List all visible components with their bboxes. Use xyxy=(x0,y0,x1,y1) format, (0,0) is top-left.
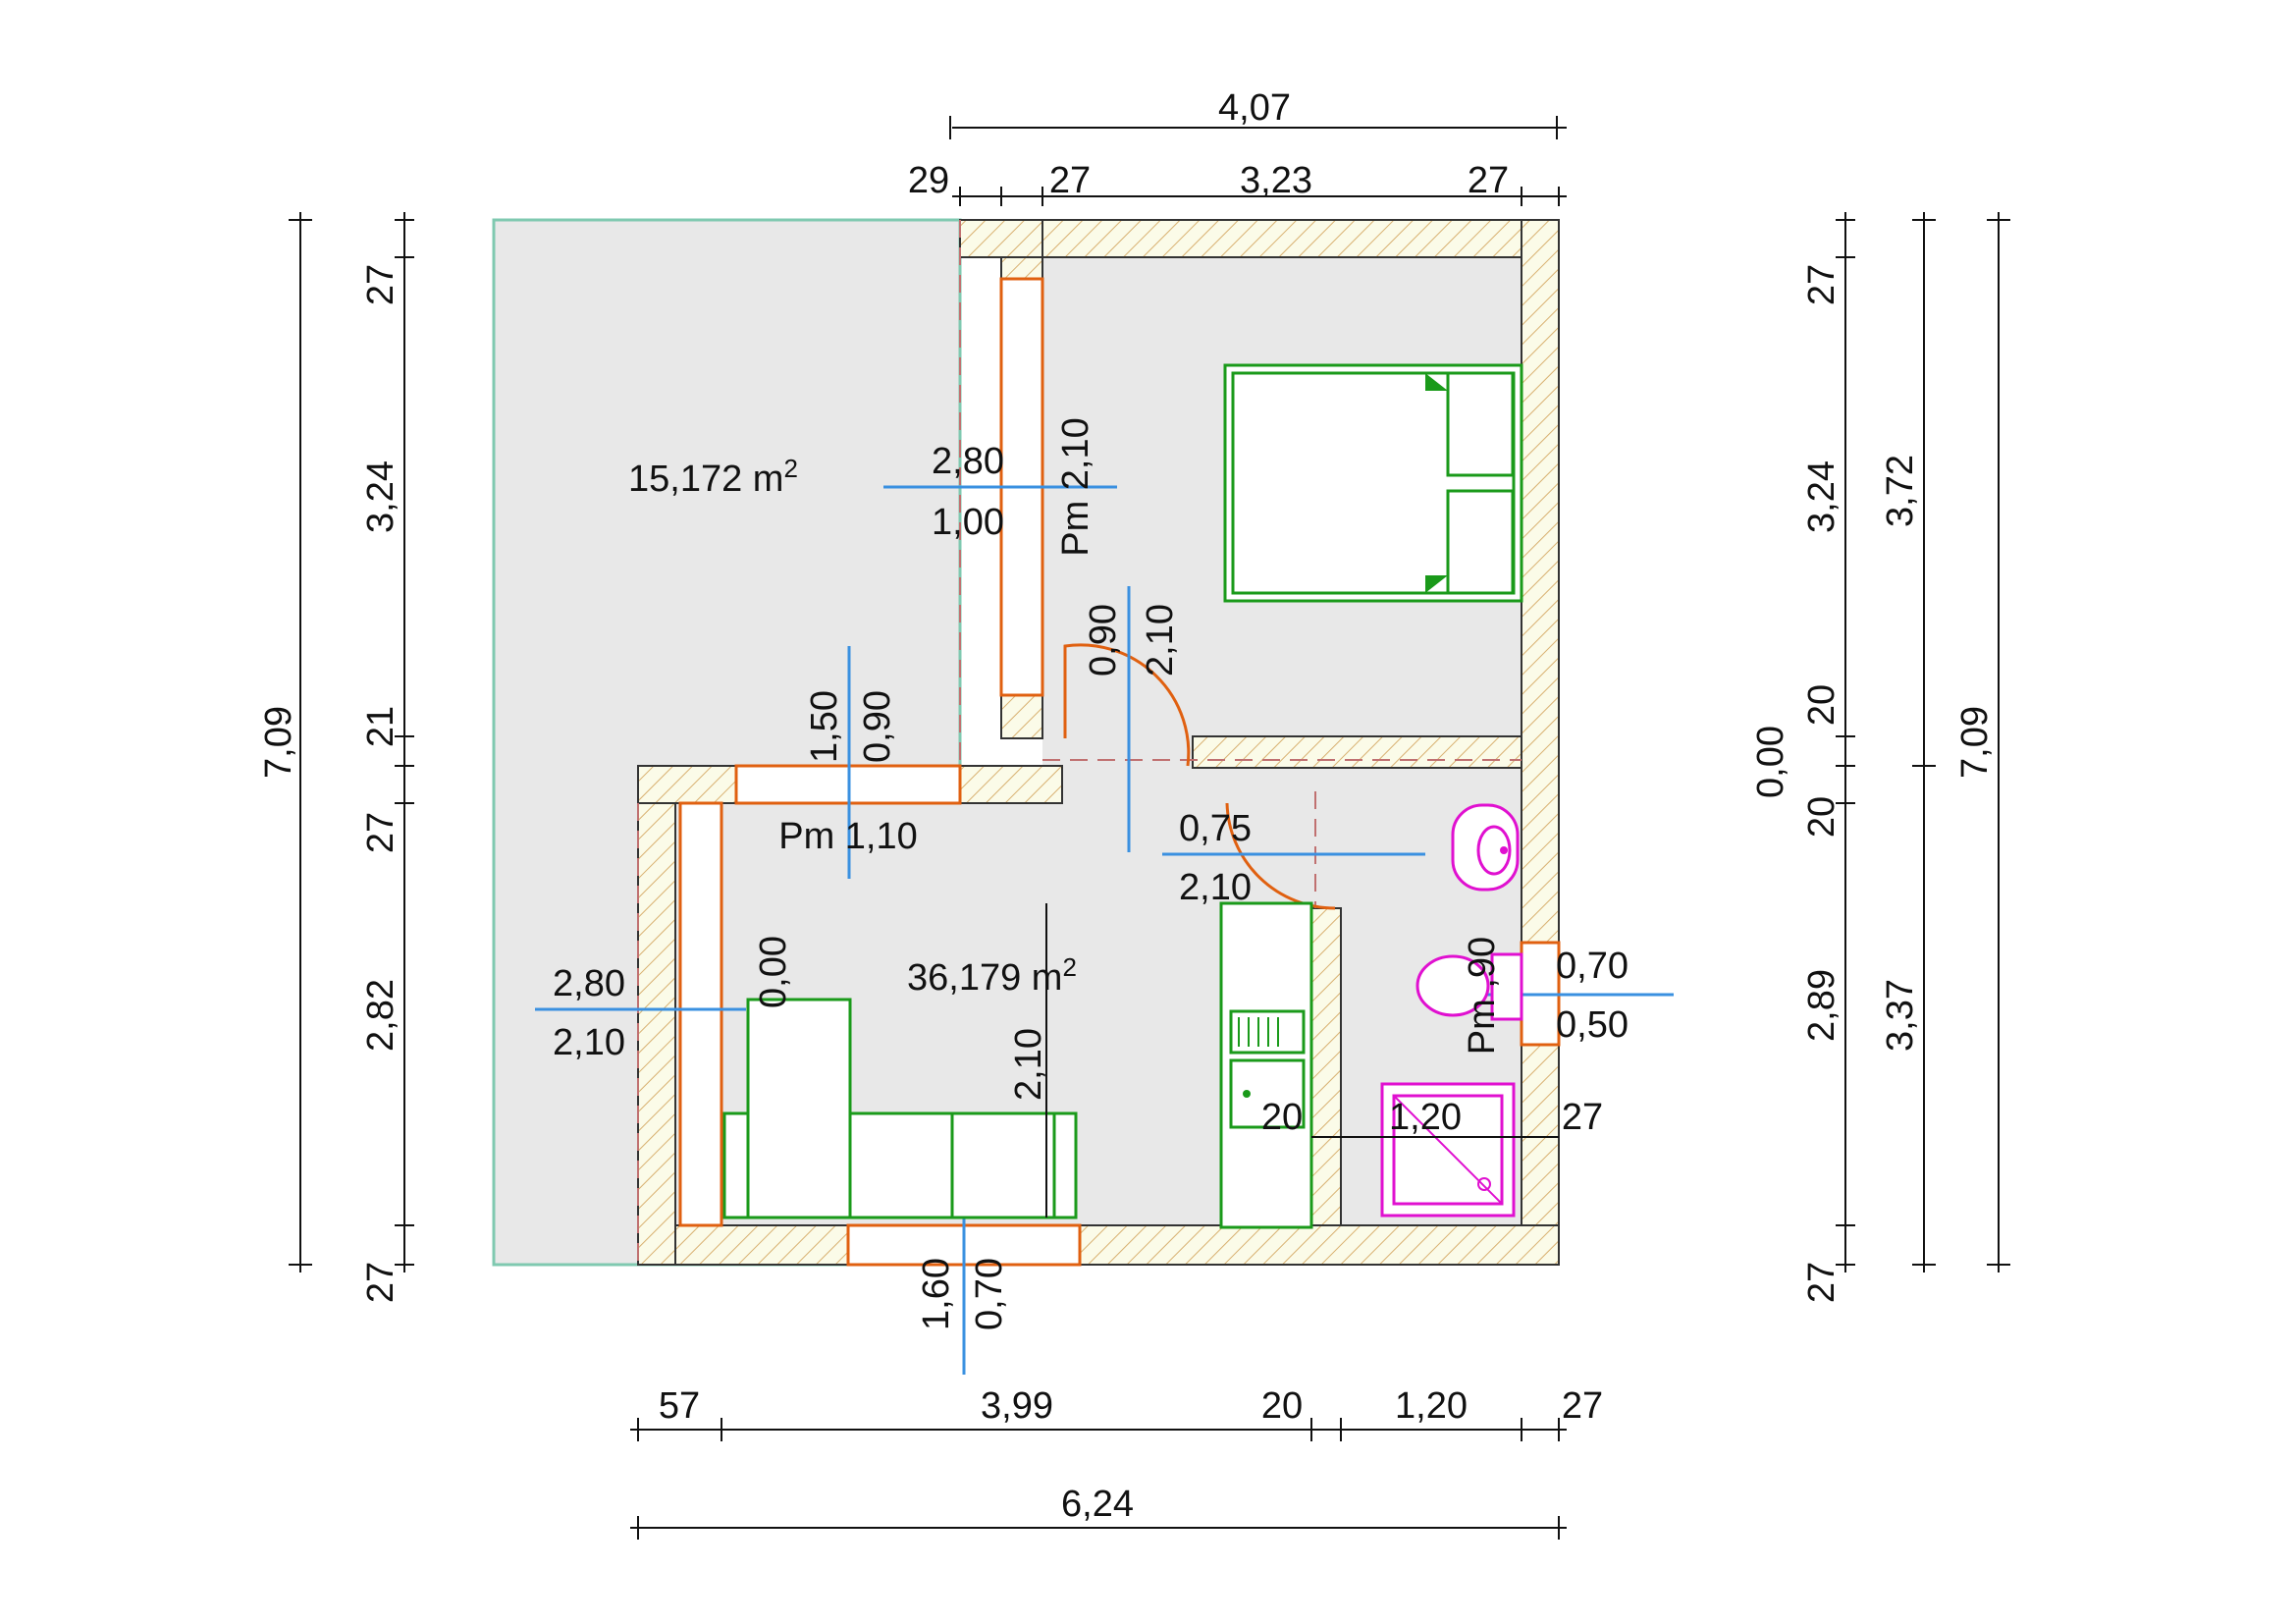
wall-mid-horizontal-left xyxy=(637,765,737,804)
wall-right xyxy=(1521,219,1560,1266)
living-door-pm: 0,00 xyxy=(753,936,794,1008)
bedroom-window-pm: Pm 2,10 xyxy=(1055,417,1096,557)
wall-bottom-right xyxy=(1079,1224,1560,1266)
dim-left-total: 7,09 xyxy=(258,706,299,779)
dim-right-27a: 27 xyxy=(1801,264,1842,305)
dim-top-323: 3,23 xyxy=(1240,160,1312,201)
dim-bottom-399: 3,99 xyxy=(981,1385,1053,1427)
bedroom-door-height: 2,10 xyxy=(1140,604,1181,677)
dim-right-000: 0,00 xyxy=(1750,726,1791,798)
hall-window-height: 0,90 xyxy=(857,690,898,763)
bath-door-height: 2,10 xyxy=(1179,867,1252,908)
dim-int-210-vertical: 2,10 xyxy=(1008,1028,1049,1101)
wall-bath-left xyxy=(1310,907,1342,1226)
dim-left-21: 21 xyxy=(360,706,401,747)
entrance-door-width: 1,60 xyxy=(916,1258,957,1330)
dim-right-372: 3,72 xyxy=(1880,455,1921,527)
dim-int-27: 27 xyxy=(1562,1097,1603,1138)
bedroom-door-swing xyxy=(1063,643,1191,767)
bath-window-height: 0,50 xyxy=(1556,1004,1629,1046)
dim-right-337: 3,37 xyxy=(1880,979,1921,1052)
bath-window-width: 0,70 xyxy=(1556,946,1629,987)
bedroom-window-width: 2,80 xyxy=(932,441,1004,482)
bedroom-window-height: 1,00 xyxy=(932,502,1004,543)
dim-int-20: 20 xyxy=(1261,1097,1303,1138)
dim-bottom-20: 20 xyxy=(1261,1385,1303,1427)
dim-right-20a: 20 xyxy=(1801,684,1842,726)
dim-right-20b: 20 xyxy=(1801,796,1842,838)
dim-top-27b: 27 xyxy=(1468,160,1509,201)
dim-right-324: 3,24 xyxy=(1801,460,1842,533)
dim-bottom-120: 1,20 xyxy=(1395,1385,1468,1427)
terrace-area-label: 15,172 m2 xyxy=(628,454,798,500)
dim-top-total: 4,07 xyxy=(1218,87,1291,129)
dim-bottom-total: 6,24 xyxy=(1061,1484,1134,1525)
dim-left-27a: 27 xyxy=(360,264,401,305)
toilet-icon xyxy=(1415,952,1523,1021)
wall-bedroom-left xyxy=(959,219,1043,258)
kitchen-counter-icon xyxy=(1219,901,1313,1229)
dim-right-27b: 27 xyxy=(1801,1262,1842,1303)
main-area-label: 36,179 m2 xyxy=(907,952,1077,999)
bed-icon xyxy=(1223,363,1523,603)
wall-left-living xyxy=(637,765,676,1266)
wall-mid-horizontal-center xyxy=(959,765,1063,804)
dim-left-282: 2,82 xyxy=(360,979,401,1052)
dim-top-29: 29 xyxy=(908,160,949,201)
dim-left-27b: 27 xyxy=(360,812,401,853)
living-door-width: 2,80 xyxy=(553,963,625,1004)
sofa-icon xyxy=(722,998,1078,1219)
dim-top-27a: 27 xyxy=(1049,160,1091,201)
bath-window-pm: Pm ,90 xyxy=(1462,937,1503,1055)
living-window-frame xyxy=(678,801,723,1227)
shower-icon xyxy=(1380,1082,1516,1218)
hall-window-width: 1,50 xyxy=(804,690,845,763)
bath-door-width: 0,75 xyxy=(1179,808,1252,849)
dim-left-27c: 27 xyxy=(360,1262,401,1303)
dim-left-324: 3,24 xyxy=(360,460,401,533)
washbasin-icon xyxy=(1451,803,1520,892)
living-door-height: 2,10 xyxy=(553,1022,625,1063)
bedroom-door-width: 0,90 xyxy=(1083,604,1124,677)
wall-bedroom-bottom xyxy=(1192,735,1522,769)
hall-window-pm: Pm 1,10 xyxy=(778,816,918,857)
dim-right-total: 7,09 xyxy=(1954,706,1996,779)
wall-top xyxy=(959,219,1560,258)
entrance-door-height: 0,70 xyxy=(969,1258,1010,1330)
dim-right-289: 2,89 xyxy=(1801,969,1842,1042)
dim-bottom-57: 57 xyxy=(659,1385,700,1427)
bath-door-swing xyxy=(1225,802,1336,910)
dim-bottom-27: 27 xyxy=(1562,1385,1603,1427)
dim-int-120: 1,20 xyxy=(1389,1097,1462,1138)
